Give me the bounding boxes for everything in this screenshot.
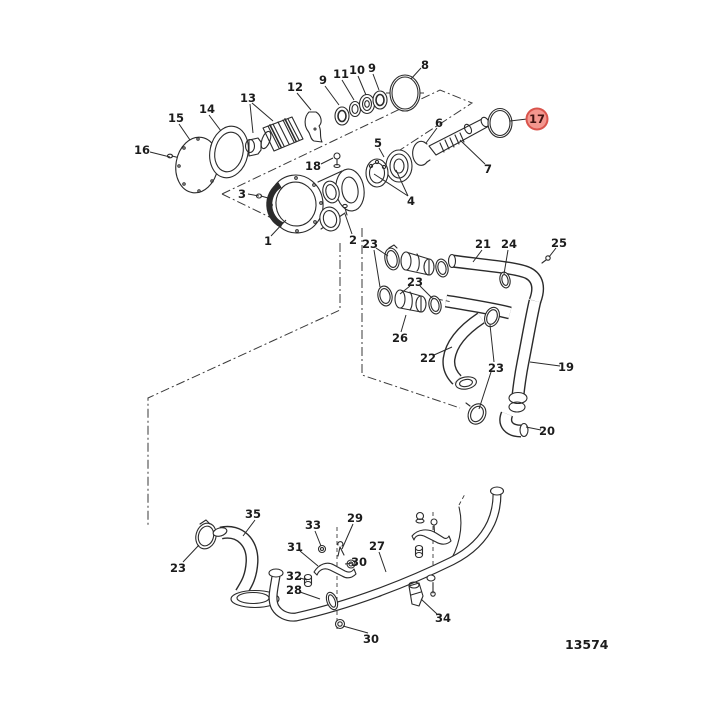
part-callout-24[interactable]: 24 (501, 237, 517, 251)
part-callout-25[interactable]: 25 (551, 236, 567, 250)
bolt-18 (333, 152, 341, 169)
hose-clamp-23a (384, 244, 400, 271)
part-callout-9-b[interactable]: 9 (368, 61, 376, 75)
cup-13 (244, 137, 262, 157)
hose-clamp-23b1 (377, 285, 393, 307)
part-callout-23-c[interactable]: 23 (488, 361, 504, 375)
part-callout-30-b[interactable]: 30 (363, 632, 379, 646)
bearing-10 (358, 93, 376, 115)
fitting-34 (408, 581, 424, 607)
seal-9b (372, 90, 388, 110)
bracket-31 (313, 562, 357, 579)
part-callout-10[interactable]: 10 (349, 63, 365, 77)
part-callout-23-b[interactable]: 23 (407, 275, 423, 289)
part-callout-30-a[interactable]: 30 (351, 555, 367, 569)
part-callout-9-a[interactable]: 9 (319, 73, 327, 87)
connector-26 (394, 289, 427, 313)
hose-clamp-23b2 (428, 295, 442, 315)
part-callout-3[interactable]: 3 (238, 187, 246, 201)
hose-clamp-23a2 (435, 258, 449, 278)
washer-33 (317, 544, 327, 554)
pump-assembly-art (166, 74, 513, 234)
part-callout-5[interactable]: 5 (374, 136, 382, 150)
gasket-14 (209, 125, 249, 179)
cotter-pin-29 (337, 541, 345, 557)
part-callout-22[interactable]: 22 (420, 351, 436, 365)
connector-top (400, 251, 435, 276)
leader-lines (149, 67, 561, 634)
pump-housing-1 (266, 168, 365, 234)
part-callout-20[interactable]: 20 (539, 424, 555, 438)
shaft-7 (428, 116, 490, 156)
drawing-number: 13574 (565, 637, 609, 652)
part-callout-2[interactable]: 2 (349, 233, 357, 247)
hose-19-end-fitting (508, 391, 528, 413)
hose-cluster-art (377, 244, 551, 438)
part-callout-7[interactable]: 7 (484, 162, 492, 176)
hose-21-end (447, 253, 457, 269)
part-callout-19[interactable]: 19 (558, 360, 574, 374)
part-callout-4[interactable]: 4 (407, 194, 415, 208)
hose-22-end-fitting (455, 376, 477, 390)
seal-9a (334, 106, 350, 126)
clamp-28 (325, 591, 339, 611)
washer-11 (348, 100, 362, 118)
elbow-20 (499, 411, 529, 438)
part-callout-29[interactable]: 29 (347, 511, 363, 525)
part-callout-16[interactable]: 16 (134, 143, 150, 157)
part-callout-6[interactable]: 6 (435, 116, 443, 130)
part-callout-18[interactable]: 18 (305, 159, 321, 173)
part-callout-32[interactable]: 32 (286, 569, 302, 583)
snap-ring-6 (412, 140, 431, 166)
part-callout-17[interactable]: 17 (529, 112, 545, 126)
fitting-24 (499, 271, 511, 289)
part-callout-14[interactable]: 14 (199, 102, 215, 116)
highlight-circle (525, 107, 549, 131)
nut-30b (334, 618, 346, 630)
part-callout-35[interactable]: 35 (245, 507, 261, 521)
part-callout-26[interactable]: 26 (392, 331, 408, 345)
part-callout-23-d[interactable]: 23 (170, 561, 186, 575)
part-callout-1[interactable]: 1 (264, 234, 272, 248)
part-callout-28[interactable]: 28 (286, 583, 302, 597)
o-ring-8 (389, 74, 421, 112)
part-callout-12[interactable]: 12 (287, 80, 303, 94)
stud-2 (342, 203, 348, 216)
part-callout-34[interactable]: 34 (435, 611, 451, 625)
hose-35 (212, 525, 280, 609)
hose-clamp-23c (484, 306, 500, 328)
part-callout-13[interactable]: 13 (240, 91, 256, 105)
part-callout-31[interactable]: 31 (287, 540, 303, 554)
impeller-13 (260, 116, 304, 152)
bottom-assembly-art (195, 486, 505, 630)
part-callout-21[interactable]: 21 (475, 237, 491, 251)
o-ring-17 (487, 107, 513, 139)
right-bracket-cluster (411, 511, 452, 597)
part-callout-15[interactable]: 15 (168, 111, 184, 125)
cam-plate-12 (304, 111, 323, 143)
part-callout-11[interactable]: 11 (333, 67, 349, 81)
hose-clamp-23e (195, 519, 217, 550)
part-callout-27[interactable]: 27 (369, 539, 385, 553)
nut-30a (346, 559, 356, 569)
bearing-set-5-4 (365, 149, 413, 188)
part-callout-23-a[interactable]: 23 (362, 237, 378, 251)
part-callout-33[interactable]: 33 (305, 518, 321, 532)
spacer-32 (303, 573, 313, 588)
hose-clamp-23d (465, 402, 487, 425)
pipe-27 (268, 486, 505, 622)
part-callout-8[interactable]: 8 (421, 58, 429, 72)
